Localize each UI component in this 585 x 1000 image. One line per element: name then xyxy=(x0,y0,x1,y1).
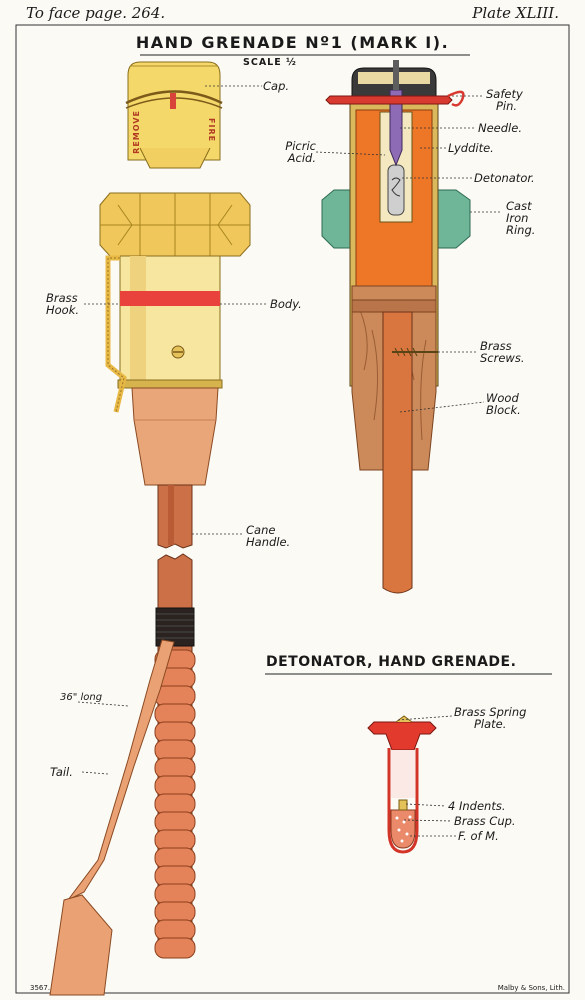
firing-needle xyxy=(389,89,403,167)
label-length: 36" long xyxy=(60,692,103,703)
cast-iron-ring-left xyxy=(321,189,353,249)
plate-number: Plate XLIII. xyxy=(472,4,559,22)
grenade-sectional-view xyxy=(321,60,471,594)
page-reference: To face page. 264. xyxy=(26,4,166,22)
detonator-title: DETONATOR, HAND GRENADE. xyxy=(266,654,517,670)
detonator-section xyxy=(387,164,405,216)
label-cap: Cap. xyxy=(263,79,290,93)
cap-text-remove: REMOVE xyxy=(132,110,141,154)
streamer-tail xyxy=(67,639,175,901)
cap-text-fire: FIRE xyxy=(207,118,216,143)
streamer-tail-end xyxy=(49,894,113,996)
label-brass-cup: Brass Cup. xyxy=(454,814,516,828)
label-detonator: Detonator. xyxy=(474,171,535,185)
label-four-indents: 4 Indents. xyxy=(448,799,506,813)
plate-title: HAND GRENADE Nº1 (MARK I). xyxy=(135,33,450,52)
label-needle: Needle. xyxy=(478,121,522,135)
safety-pin xyxy=(325,95,453,105)
label-lyddite: Lyddite. xyxy=(448,141,494,155)
grenade-external-view xyxy=(49,61,251,996)
grenade-body xyxy=(117,255,223,389)
scale-note: SCALE ½ xyxy=(243,57,297,68)
leader-lines xyxy=(77,85,502,837)
cast-iron-ring-right xyxy=(435,189,471,249)
label-fulminate: F. of M. xyxy=(458,829,499,843)
plate-serial: 3567. xyxy=(30,984,51,992)
printer-credit: Malby & Sons, Lith. xyxy=(497,984,565,992)
cane-core xyxy=(382,311,413,594)
handle-grip xyxy=(154,649,196,959)
plate-border xyxy=(15,24,570,994)
wooden-base xyxy=(131,387,219,486)
cane-handle-upper xyxy=(157,484,193,549)
grenade-ring-external xyxy=(99,192,251,257)
label-body: Body. xyxy=(270,297,302,311)
grenade-cap xyxy=(125,61,223,169)
detonator-diagram xyxy=(367,715,437,854)
label-tail: Tail. xyxy=(50,765,73,779)
